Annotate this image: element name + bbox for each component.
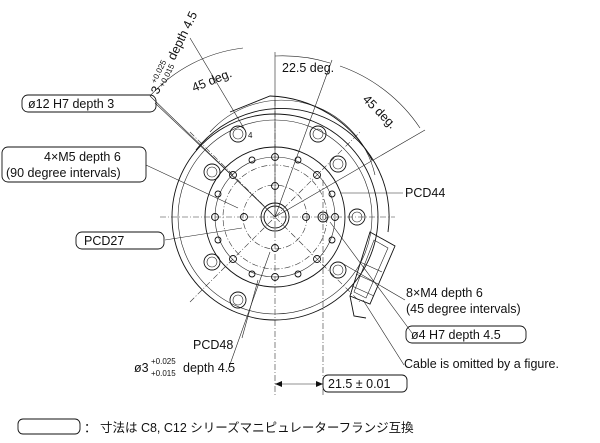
angle-arc-right xyxy=(339,65,421,129)
bore12-box xyxy=(21,94,157,113)
m4-label-line2: (45 degree intervals) xyxy=(406,302,521,316)
leader-lines xyxy=(145,102,413,387)
m5-box xyxy=(1,146,147,183)
svg-text:+0.015: +0.015 xyxy=(151,369,176,378)
pcd48-label: PCD48 xyxy=(193,338,233,352)
pcd48-hole xyxy=(214,190,222,198)
pin4-label: ø4 H7 depth 4.5 xyxy=(411,328,501,342)
leader-pin4 xyxy=(329,221,413,334)
dim-21-5-box xyxy=(322,374,408,393)
pcd48-hole xyxy=(214,236,222,244)
pcd48-hole xyxy=(294,156,302,164)
svg-text:depth 4.5: depth 4.5 xyxy=(183,361,235,375)
connector-line xyxy=(351,285,375,297)
pcd48-hole xyxy=(248,156,256,164)
connector-line xyxy=(359,261,383,273)
m4-hole xyxy=(348,208,366,226)
angle-45-left-label: 45 deg. xyxy=(190,66,234,95)
m4-hole xyxy=(203,253,221,271)
m4-bolt-holes xyxy=(203,125,366,309)
diagonal-center-line-1 xyxy=(189,131,361,303)
m5-label-line1: 4×M5 depth 6 xyxy=(44,150,121,164)
m4-hole xyxy=(229,291,247,309)
m4-hole xyxy=(203,163,221,181)
connector-inner xyxy=(353,239,389,299)
pin4-box xyxy=(405,325,527,344)
pcd48-hole xyxy=(271,273,279,281)
pcd27-box xyxy=(75,231,165,250)
housing-arc-outer xyxy=(195,108,390,233)
angle-22-5-label: 22.5 deg. xyxy=(282,61,334,75)
connector-body xyxy=(349,231,396,305)
cable-connector xyxy=(349,231,396,319)
bore12-label: ø12 H7 depth 3 xyxy=(28,97,114,111)
angle-leader xyxy=(274,59,333,218)
svg-text:ø3: ø3 xyxy=(134,361,149,375)
pcd48-hole xyxy=(294,270,302,278)
m5-holes xyxy=(240,182,329,252)
m4-hole xyxy=(329,155,347,173)
m4-hole xyxy=(329,261,347,279)
leader-bore12 xyxy=(154,102,263,205)
pcd48-hole xyxy=(248,270,256,278)
leader-pin3 xyxy=(227,251,271,371)
depth-leader xyxy=(189,37,246,131)
pcd48-hole xyxy=(229,171,237,179)
dim-21-5-label: 21.5 ± 0.01 xyxy=(328,377,391,391)
pcd48-hole xyxy=(328,190,336,198)
pin3-label: ø3 +0.025 +0.015 depth 4.5 xyxy=(134,357,235,378)
pcd27-label: PCD27 xyxy=(84,234,124,248)
angle-arc-mid xyxy=(274,55,331,64)
m4-label-line1: 8×M4 depth 6 xyxy=(406,286,483,300)
small-4-label: 4 xyxy=(248,131,253,140)
pcd44-label: PCD44 xyxy=(405,186,445,200)
leader-pcd27 xyxy=(164,227,243,241)
cable-note: Cable is omitted by a figure. xyxy=(404,357,559,371)
angle-arc-left xyxy=(149,47,244,97)
leader-m4 xyxy=(339,261,406,301)
pcd48-hole xyxy=(313,255,321,263)
pcd48-hole xyxy=(313,171,321,179)
dim-arrow xyxy=(275,381,282,387)
pcd48-hole xyxy=(331,213,339,221)
connector-tail xyxy=(349,295,367,319)
svg-text:+0.025: +0.025 xyxy=(151,357,176,366)
pcd48-holes xyxy=(211,153,339,281)
footer-note: ： 寸法は C8, C12 シリーズマニピュレーターフランジ互換 xyxy=(84,420,414,435)
m5-hole xyxy=(240,213,248,221)
dowel-pin-hole xyxy=(317,211,329,223)
flange-body xyxy=(171,95,390,321)
angle-45-right-label: 45 deg. xyxy=(360,92,399,131)
m4-hole xyxy=(229,125,247,143)
housing-top-edge xyxy=(229,95,373,161)
m5-hole xyxy=(271,244,279,252)
leader-m5 xyxy=(145,164,239,209)
diagonal-center-line-2 xyxy=(189,131,361,303)
m5-label-line2: (90 degree intervals) xyxy=(6,166,121,180)
leader-cable xyxy=(362,299,405,366)
legend-box xyxy=(17,418,81,435)
pcd48-hole xyxy=(211,213,219,221)
dim-arrow xyxy=(316,381,323,387)
pcd48-hole xyxy=(328,236,336,244)
m5-hole xyxy=(302,213,310,221)
svg-text:depth 4.5: depth 4.5 xyxy=(165,9,200,62)
pcd48-hole xyxy=(229,255,237,263)
angle-leader xyxy=(274,129,426,218)
m4-hole xyxy=(309,125,327,143)
dowel-pin-hole-inner xyxy=(319,213,327,221)
